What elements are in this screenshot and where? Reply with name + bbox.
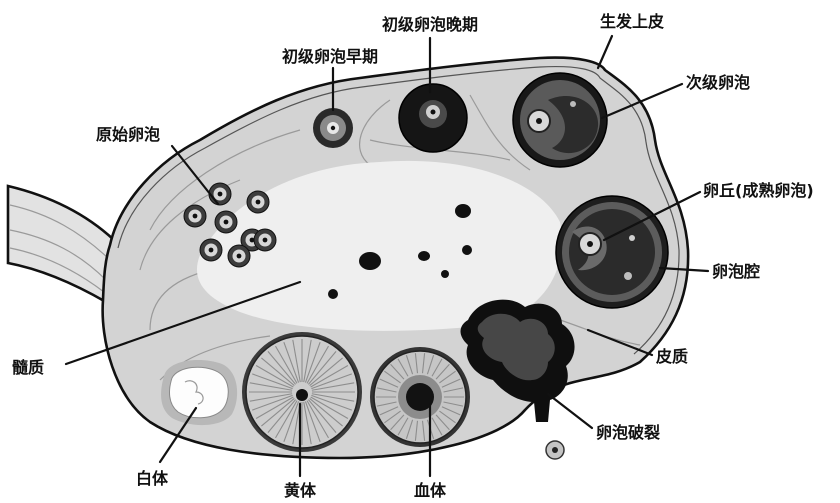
label-corpus-luteum: 黄体 — [284, 481, 317, 500]
label-early-primary: 初级卵泡早期 — [282, 47, 378, 66]
label-medulla: 髓质 — [12, 358, 44, 377]
label-cumulus: 卵丘(成熟卵泡) — [703, 181, 814, 200]
vessel — [462, 245, 472, 255]
label-germinal-epithelium: 生发上皮 — [600, 12, 664, 31]
ovarian-ligament — [8, 186, 114, 302]
corpus-luteum — [242, 332, 362, 452]
vessel — [455, 204, 471, 218]
released-ovum — [546, 441, 564, 459]
label-cortex: 皮质 — [655, 347, 688, 366]
luteal-core — [296, 389, 308, 401]
primordial-follicle — [209, 183, 231, 205]
primordial-follicle — [184, 205, 206, 227]
leader-germinal-epithelium — [598, 36, 612, 68]
label-corpus-albicans: 白体 — [136, 469, 169, 488]
vessel — [418, 251, 430, 261]
primordial-follicle — [228, 245, 250, 267]
primordial-follicle — [247, 191, 269, 213]
label-ovulation: 卵泡破裂 — [596, 423, 660, 442]
primordial-follicle — [200, 239, 222, 261]
label-late-primary: 初级卵泡晚期 — [382, 15, 478, 34]
label-secondary: 次级卵泡 — [686, 73, 750, 92]
corpus-hemorrhagicum — [370, 347, 470, 447]
secondary-follicle — [513, 73, 607, 167]
early-primary-follicle — [313, 108, 353, 148]
leader-ovulation — [548, 394, 592, 428]
vessel — [441, 270, 449, 278]
late-primary-follicle — [399, 84, 467, 152]
mature-follicle — [556, 196, 668, 308]
primordial-follicle — [254, 229, 276, 251]
vessel — [328, 289, 338, 299]
label-primordial: 原始卵泡 — [96, 125, 160, 144]
label-corpus-hemorrhagicum: 血体 — [414, 481, 447, 500]
primordial-follicle — [215, 211, 237, 233]
vessel — [359, 252, 381, 270]
corpus-albicans — [161, 360, 237, 425]
label-antrum: 卵泡腔 — [712, 262, 760, 281]
